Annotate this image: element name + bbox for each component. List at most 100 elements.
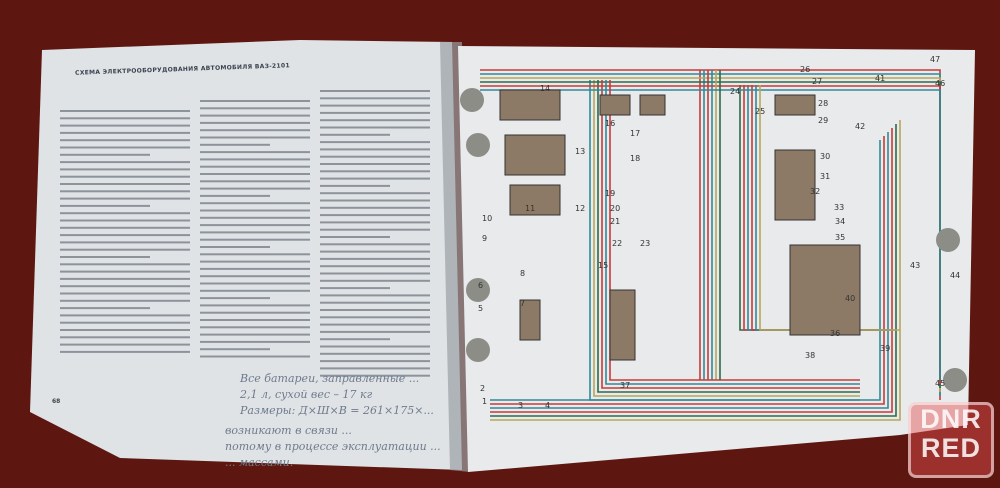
text-line bbox=[320, 163, 430, 165]
text-line bbox=[320, 104, 430, 107]
component-number-label: 22 bbox=[612, 239, 623, 248]
headlamp bbox=[460, 88, 484, 112]
wiring-diagram bbox=[460, 69, 967, 421]
wire bbox=[490, 132, 889, 409]
component-number-label: 39 bbox=[880, 344, 891, 353]
text-line bbox=[60, 226, 190, 229]
text-line bbox=[200, 187, 310, 190]
text-line bbox=[200, 129, 310, 132]
wire bbox=[490, 120, 901, 421]
text-line bbox=[320, 192, 430, 195]
wire bbox=[480, 89, 941, 380]
text-line bbox=[320, 119, 430, 122]
component bbox=[639, 94, 666, 116]
headlamp bbox=[466, 338, 490, 362]
handwritten-note: потому в процессе эксплуатации ... bbox=[225, 440, 441, 453]
text-line bbox=[320, 250, 430, 253]
text-line bbox=[60, 175, 190, 178]
text-line bbox=[320, 279, 430, 282]
component-number-label: 47 bbox=[930, 55, 941, 64]
component-number-label: 14 bbox=[540, 84, 551, 93]
text-line bbox=[200, 158, 310, 161]
component-number-label: 18 bbox=[630, 154, 641, 163]
text-line bbox=[320, 236, 390, 238]
wire bbox=[601, 80, 860, 389]
text-line bbox=[320, 309, 430, 311]
text-line bbox=[200, 289, 310, 292]
component-number-label: 19 bbox=[605, 189, 616, 198]
wire bbox=[490, 136, 885, 405]
text-line bbox=[200, 348, 270, 351]
component-number-label: 43 bbox=[910, 261, 921, 270]
text-line bbox=[200, 209, 310, 212]
component-number-label: 23 bbox=[640, 239, 651, 248]
text-line bbox=[60, 336, 190, 339]
text-line bbox=[320, 294, 430, 297]
text-line bbox=[320, 338, 390, 341]
text-line bbox=[200, 340, 310, 343]
component-number-label: 20 bbox=[610, 204, 621, 213]
text-line bbox=[60, 161, 190, 164]
component bbox=[789, 244, 861, 336]
text-line bbox=[60, 146, 190, 149]
text-line bbox=[60, 329, 190, 331]
handwritten-note: ... массами. bbox=[225, 456, 294, 469]
text-line bbox=[200, 202, 310, 205]
component bbox=[774, 149, 816, 221]
text-line bbox=[60, 219, 190, 222]
component-number-label: 16 bbox=[605, 119, 616, 128]
text-line bbox=[60, 248, 190, 251]
component bbox=[599, 94, 631, 116]
component-number-label: 9 bbox=[482, 234, 488, 243]
left-page-text-columns bbox=[60, 90, 430, 377]
watermark-line-2: RED bbox=[920, 433, 981, 463]
component-number-label: 6 bbox=[478, 281, 484, 290]
component-number-label: 29 bbox=[818, 116, 829, 125]
text-line bbox=[200, 326, 310, 329]
wire bbox=[490, 128, 893, 413]
text-line bbox=[320, 126, 430, 129]
text-line bbox=[200, 333, 310, 336]
text-line bbox=[60, 117, 190, 120]
component-number-label: 27 bbox=[812, 77, 823, 86]
component-number-label: 30 bbox=[820, 152, 831, 161]
text-line bbox=[200, 136, 310, 139]
page-number: 68 bbox=[52, 398, 61, 405]
text-line bbox=[60, 299, 190, 302]
component-number-label: 35 bbox=[835, 233, 846, 242]
text-line bbox=[60, 314, 190, 317]
text-line bbox=[200, 143, 270, 146]
text-line bbox=[320, 323, 430, 326]
text-line bbox=[60, 139, 190, 142]
text-line bbox=[200, 107, 310, 110]
component bbox=[509, 184, 561, 216]
text-line bbox=[200, 151, 310, 154]
component bbox=[499, 89, 561, 121]
wire bbox=[609, 80, 860, 381]
text-line bbox=[320, 177, 430, 180]
text-line bbox=[60, 277, 190, 280]
component-number-label: 33 bbox=[834, 203, 845, 212]
text-line bbox=[200, 260, 310, 263]
component-number-label: 26 bbox=[800, 65, 811, 74]
handwritten-note: возникают в связи ... bbox=[225, 424, 352, 437]
text-line bbox=[200, 282, 310, 285]
component-number-label: 42 bbox=[855, 122, 866, 131]
text-line bbox=[320, 367, 430, 370]
component-number-label: 11 bbox=[525, 204, 536, 213]
text-line bbox=[200, 114, 310, 117]
text-line bbox=[200, 355, 310, 358]
component-number-label: 25 bbox=[755, 107, 766, 116]
text-line bbox=[320, 257, 430, 260]
component-number-label: 13 bbox=[575, 147, 586, 156]
text-line bbox=[60, 285, 190, 288]
component-number-label: 17 bbox=[630, 129, 641, 138]
text-line bbox=[320, 330, 430, 333]
text-line bbox=[320, 214, 430, 217]
text-line bbox=[200, 165, 310, 168]
text-line bbox=[200, 100, 310, 102]
headlamp bbox=[466, 133, 490, 157]
text-line bbox=[60, 241, 190, 244]
